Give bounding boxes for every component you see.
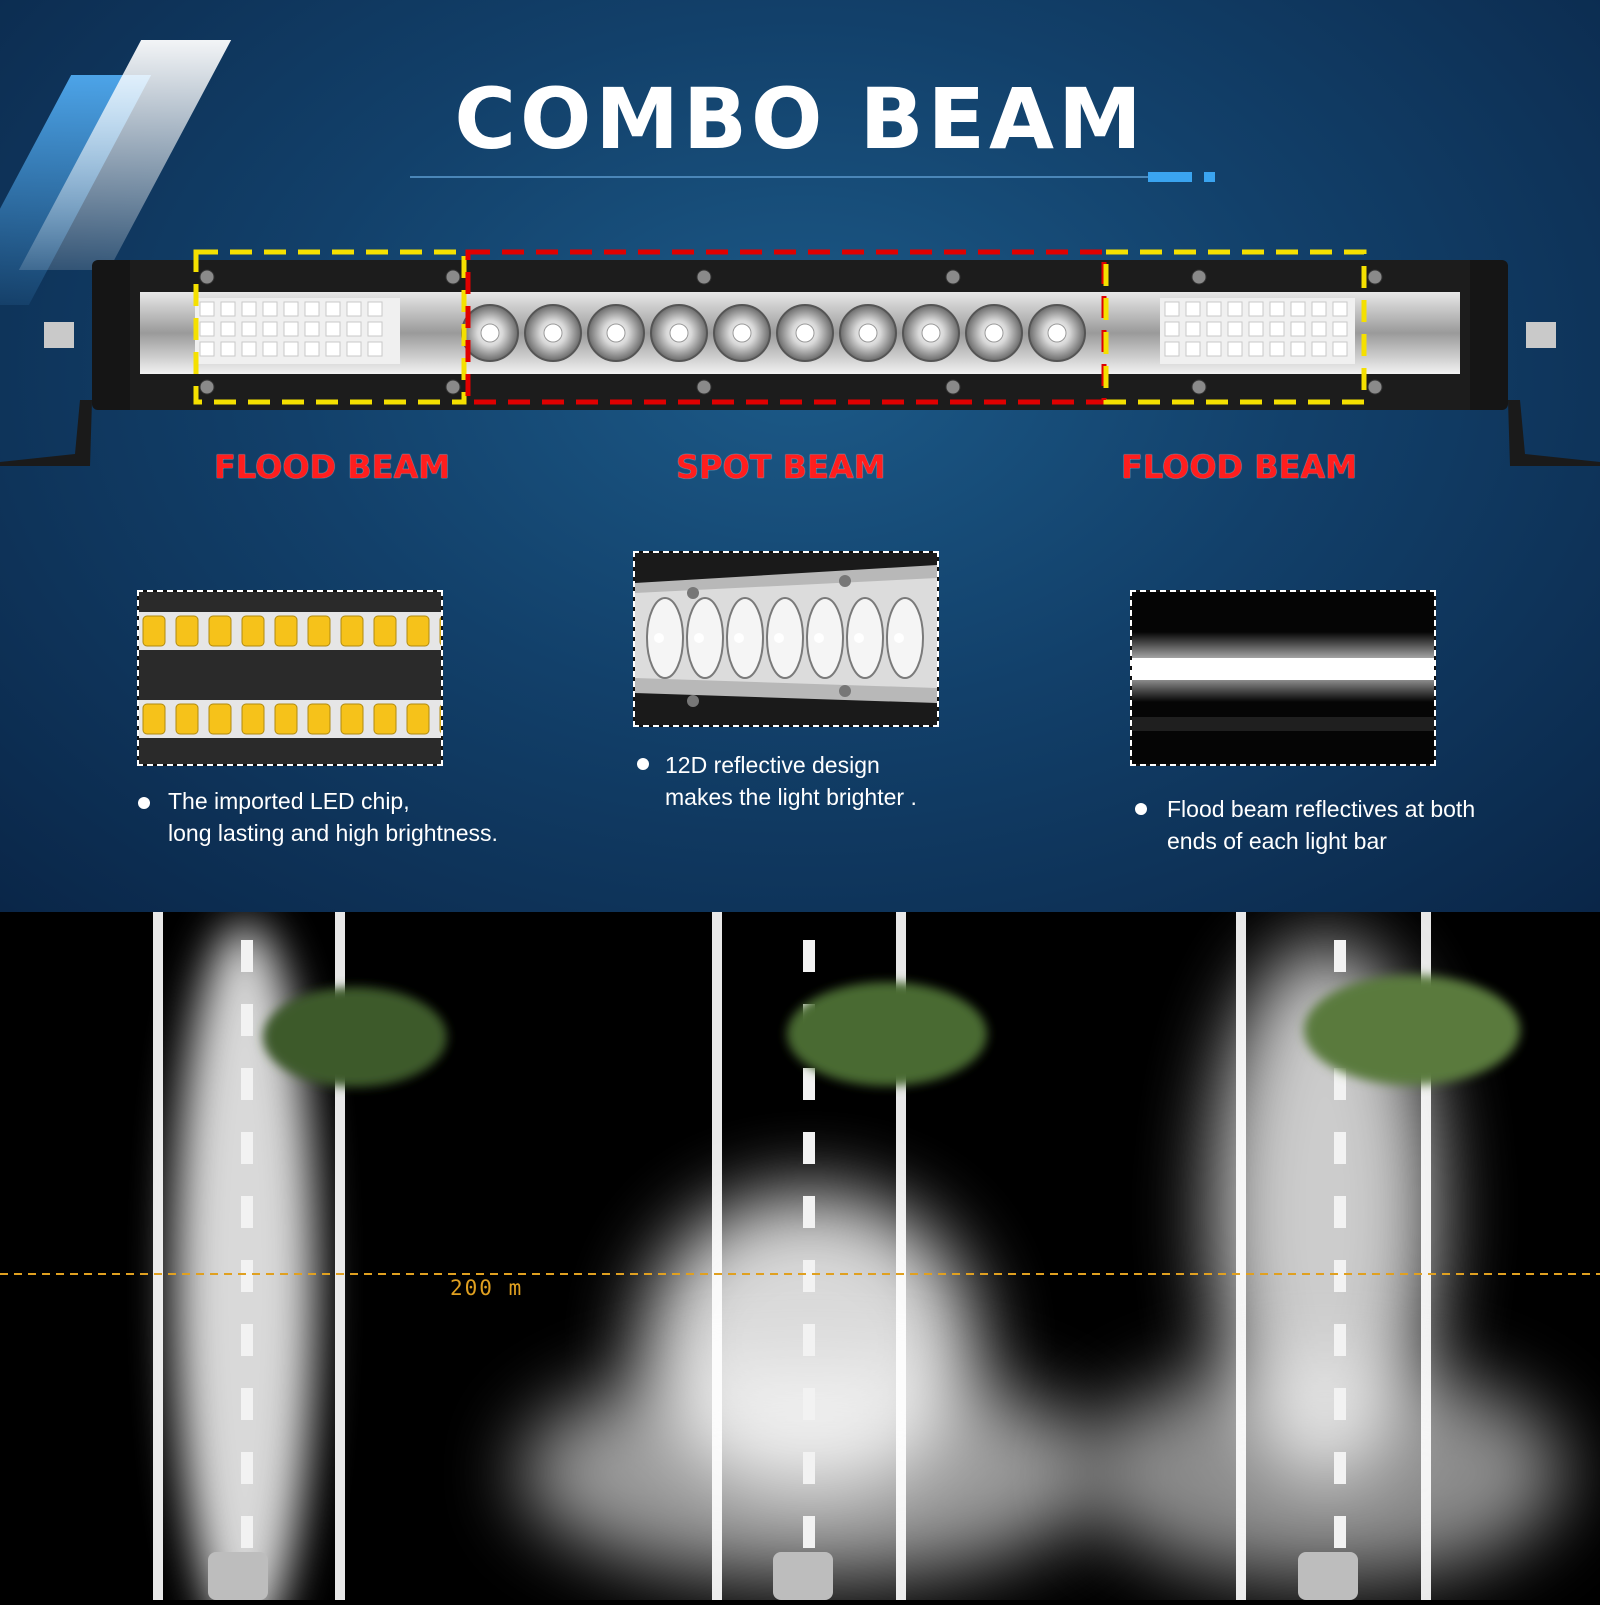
label-spot-beam: SPOT BEAM [676,448,886,486]
car-icon [208,1552,268,1600]
label-flood-beam-left: FLOOD BEAM [214,448,451,486]
tree-icon [787,982,987,1086]
feature-reflector-text: 12D reflective design makes the light br… [665,749,917,813]
feature-text-line: ends of each light bar [1167,828,1387,854]
light-bar-illustration [0,249,1600,466]
tree-icon [1304,975,1520,1085]
flood-glow-graphic [1132,592,1434,764]
feature-text-line: Flood beam reflectives at both [1167,796,1476,822]
spot-zone-outline [465,249,1107,405]
feature-led-chip-image [137,590,443,766]
car-icon [1298,1552,1358,1600]
distance-label: 200 m [450,1276,524,1300]
title-accent-dot [1204,172,1215,182]
feature-flood-glow-text: Flood beam reflectives at both ends of e… [1167,793,1475,857]
car-icon [773,1552,833,1600]
title-accent-bar [1148,172,1192,182]
bullet-dot [1135,803,1147,815]
bullet-dot [637,758,649,770]
feature-flood-glow-image [1130,590,1436,766]
bullet-dot [138,797,150,809]
feature-text-line: The imported LED chip, [168,788,410,814]
road-beam-comparison [0,912,1600,1605]
reflector-closeup-graphic [635,553,937,725]
page-title: COMBO BEAM [454,70,1146,168]
road-beam-graphic [0,912,1600,1605]
title-underline [410,176,1150,178]
feature-text-line: long lasting and high brightness. [168,820,498,846]
feature-led-chip-text: The imported LED chip, long lasting and … [168,785,498,849]
feature-text-line: 12D reflective design [665,752,880,778]
label-flood-beam-right: FLOOD BEAM [1121,448,1358,486]
feature-text-line: makes the light brighter . [665,784,917,810]
tree-icon [263,987,447,1087]
led-chip-strip-graphic [139,592,441,764]
spot-lens-row [461,304,1086,362]
feature-reflector-image [633,551,939,727]
flood-zone-outline-left [193,249,467,405]
